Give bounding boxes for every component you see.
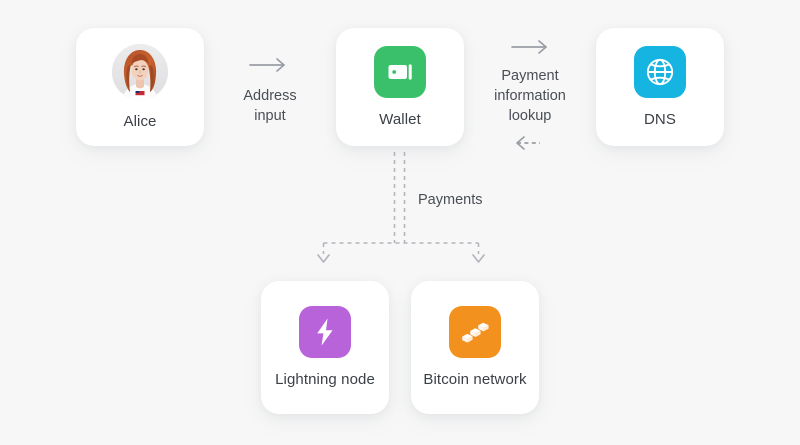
node-label-alice: Alice: [123, 112, 157, 130]
connector-payment-information-lookup: Payment information lookup: [480, 38, 580, 152]
node-card-alice[interactable]: Alice: [76, 28, 204, 146]
node-label-wallet: Wallet: [379, 110, 421, 128]
arrow-right-icon: [511, 40, 547, 54]
connector-label-payment-information-lookup: Payment information lookup: [494, 68, 566, 124]
lightning-bolt-icon: [299, 306, 351, 358]
node-label-lightning-node: Lightning node: [275, 371, 375, 388]
avatar: [112, 43, 168, 100]
blocks-icon: [449, 306, 501, 358]
connector-label-payments: Payments: [418, 192, 483, 208]
node-card-wallet[interactable]: Wallet: [336, 28, 464, 146]
globe-icon: [634, 45, 686, 98]
node-label-bitcoin-network: Bitcoin network: [423, 371, 527, 388]
connector-label-address-input: Address input: [243, 88, 297, 124]
node-card-bitcoin-network[interactable]: Bitcoin network: [411, 281, 539, 414]
connector-payments-lines: [317, 152, 485, 263]
arrow-right-icon: [249, 58, 285, 72]
connector-address-input: Address input: [220, 56, 320, 126]
node-card-lightning-node[interactable]: Lightning node: [261, 281, 389, 414]
wallet-icon: [374, 45, 426, 98]
node-label-dns: DNS: [644, 110, 676, 128]
node-card-dns[interactable]: DNS: [596, 28, 724, 146]
arrow-left-dashed-icon: [516, 136, 540, 150]
